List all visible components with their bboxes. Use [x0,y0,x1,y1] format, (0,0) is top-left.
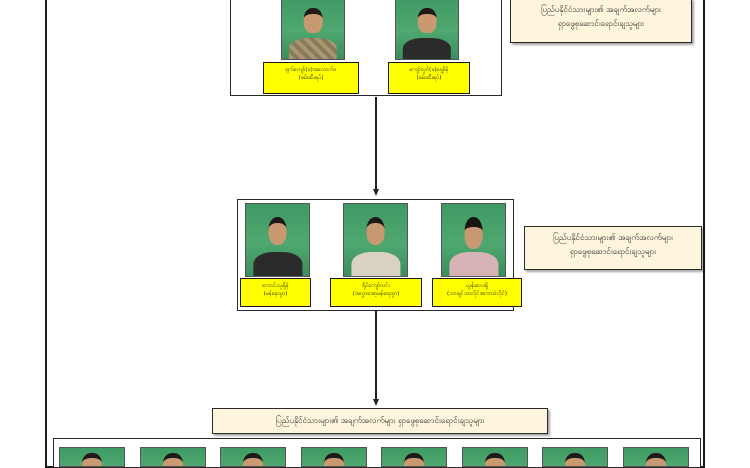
bottom-group-note: ပြည်ပနိုင်ငံသားများ၏ အချက်အလက်များ ရှာဖွ… [212,408,548,434]
bottom-person-photo [381,447,447,467]
connector-arrow-1-line [375,97,377,189]
top-group-note: ပြည်ပနိုင်ငံသားများ၏ အချက်အလက်များ ရှာဖွ… [510,0,692,43]
connector-arrow-2-head [372,399,379,406]
top-person-1-alias: (ခမ်းဆီးရပ်) [298,75,324,81]
top-person-2-name: ကျော်လွင်(ခ)ရှေ့စိန် [409,67,449,73]
top-person-1-label: ရှက်ကျော်(ခ)အလောက်ဝ (ခမ်းဆီးရပ်) [263,62,359,94]
bottom-person-photo [300,447,367,467]
top-person-2-photo [395,0,459,60]
middle-person-2-photo [343,203,408,277]
connector-arrow-1-head [372,189,379,196]
middle-person-3-name: ယွန်းလေးရှိ [465,283,489,289]
middle-person-2-label: ရိုင်ကျော်လင်း (အလွှာအော့မန်ရေထွာ) [330,278,422,307]
middle-person-3-alias: (ဘာချင်ဘာလိုင်အကားဝဲလိုင်) [446,291,507,297]
middle-person-1-name: ကောင်းသူရှိန် [262,283,289,289]
bottom-person-photo [542,447,608,467]
top-person-2-alias: (ခမ်းဆီးရပ်) [416,75,442,81]
middle-note-line-1: ပြည်ပနိုင်ငံသားများ၏ အချက်အလက်များ [553,233,673,242]
middle-person-3-label: ယွန်းလေးရှိ (ဘာချင်ဘာလိုင်အကားဝဲလိုင်) [432,278,522,307]
top-note-line-2: ရှာဖွေစုဆောင်းရောင်းချသူများ [557,19,645,28]
middle-group-note: ပြည်ပနိုင်ငံသားများ၏ အချက်အလက်များ ရှာဖွ… [524,226,702,270]
top-person-2-label: ကျော်လွင်(ခ)ရှေ့စိန် (ခမ်းဆီးရပ်) [388,62,470,94]
middle-note-line-2: ရှာဖွေစုဆောင်းရောင်းချသူများ [569,247,657,256]
middle-person-1-photo [245,203,310,277]
middle-person-1-label: ကောင်းသူရှိန် (မန်နေထွာ) [240,278,311,307]
bottom-person-photo [220,447,286,467]
top-note-line-1: ပြည်ပနိုင်ငံသားများ၏ အချက်အလက်များ [541,5,661,14]
middle-person-2-name: ရိုင်ကျော်လင်း [362,283,390,289]
middle-person-1-alias: (မန်နေထွာ) [263,291,288,297]
bottom-person-photo [139,447,206,467]
middle-person-3-photo [441,203,506,277]
bottom-person-photo [59,447,125,467]
connector-arrow-2-line [375,311,377,399]
middle-person-2-alias: (အလွှာအော့မန်ရေထွာ) [352,291,400,297]
bottom-person-photo [461,447,528,467]
bottom-person-photo [622,447,689,467]
top-person-1-name: ရှက်ကျော်(ခ)အလောက်ဝ [285,67,337,73]
top-person-1-photo [281,0,345,60]
